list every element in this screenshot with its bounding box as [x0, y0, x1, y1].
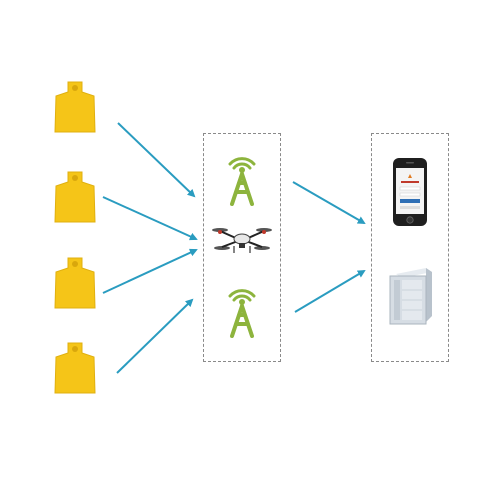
smartphone-icon [392, 157, 428, 227]
ear-tag-icon [52, 256, 98, 312]
antenna-tower-icon [222, 150, 262, 206]
ear-tag-icon [52, 80, 98, 136]
antenna-tower-icon [222, 282, 262, 338]
arrow-tag3-to-gateways [102, 248, 198, 294]
server-icon [388, 266, 434, 326]
arrow-tag2-to-gateways [102, 196, 198, 241]
endpoint-group-box [371, 133, 449, 362]
arrow-gateways-to-server [294, 269, 366, 313]
ear-tag-icon [52, 341, 98, 397]
arrow-tag4-to-gateways [116, 298, 194, 374]
ear-tag-icon [52, 170, 98, 226]
gateway-group-box [203, 133, 281, 362]
arrow-gateways-to-phone [292, 181, 366, 225]
drone-icon [212, 222, 272, 258]
arrow-tag1-to-gateways [117, 122, 196, 198]
